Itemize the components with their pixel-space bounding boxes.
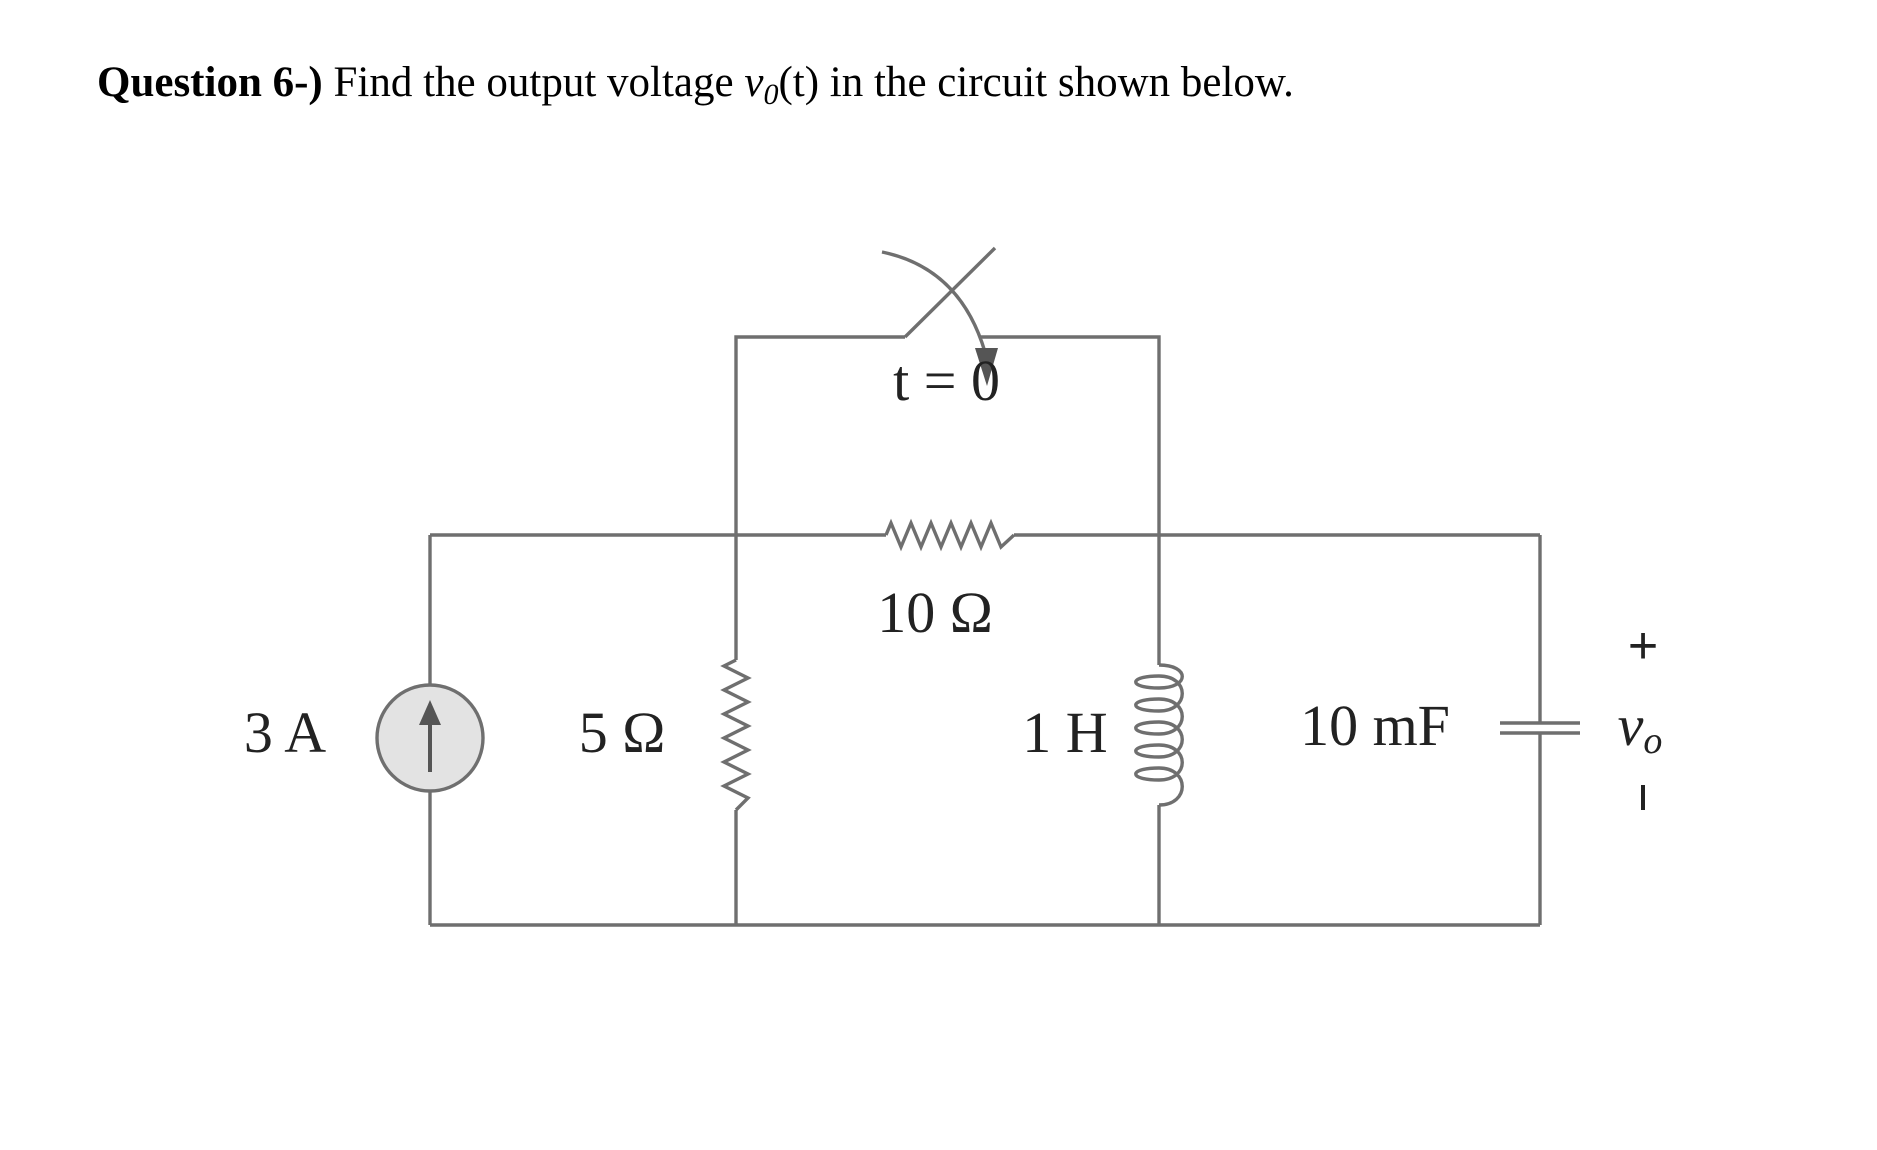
- resistor-5-ohm: [720, 658, 752, 812]
- resistor-10-ohm: [884, 518, 1016, 552]
- output-plus-sign: +: [1628, 617, 1658, 675]
- output-voltage-label: vo: [1618, 693, 1663, 762]
- inductor-label: 1 H: [1022, 700, 1107, 765]
- switch-label: t = 0: [893, 348, 1000, 413]
- question-variable-argument: (t): [778, 59, 820, 106]
- resistor-5-ohm-label: 5 Ω: [579, 700, 666, 765]
- source-label: 3 A: [244, 700, 326, 765]
- capacitor-label: 10 mF: [1300, 693, 1450, 758]
- resistor-10-ohm-label: 10 Ω: [877, 580, 993, 645]
- capacitor-10mf: [1500, 721, 1580, 735]
- question-text: Question 6-) Find the output voltage v0(…: [97, 58, 1294, 112]
- question-text-after: in the circuit shown below.: [829, 59, 1294, 106]
- question-variable: v0: [744, 59, 779, 111]
- question-text-before: Find the output voltage: [333, 59, 734, 106]
- switch-bypass-wire: [734, 335, 1161, 480]
- switch: [881, 246, 998, 386]
- inductor-1h: [1134, 663, 1184, 807]
- current-source: [375, 683, 485, 793]
- question-number: Question 6-): [97, 59, 323, 106]
